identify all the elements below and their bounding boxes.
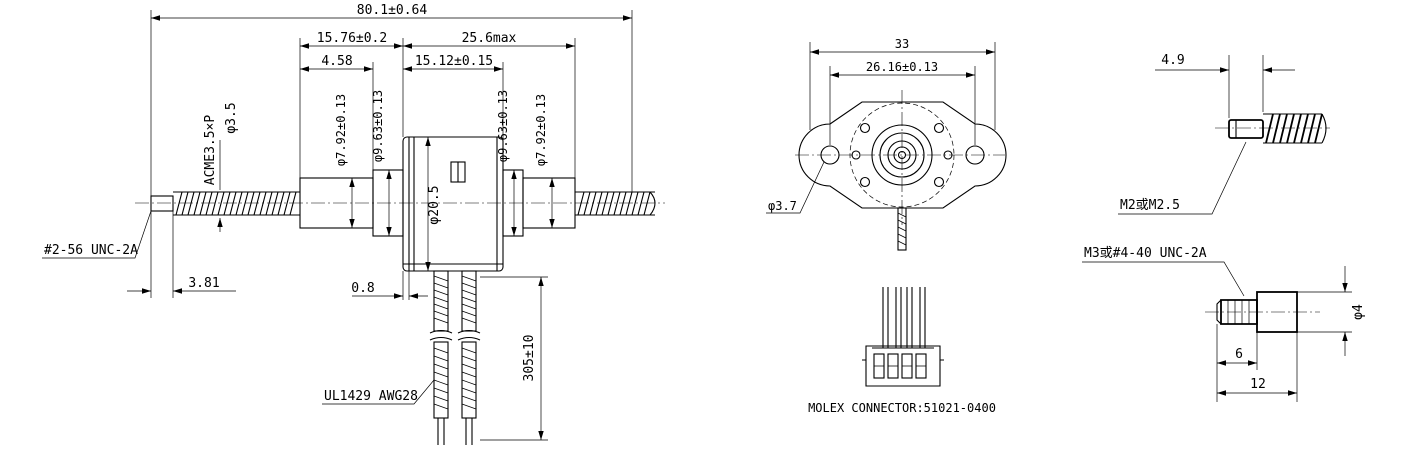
overall-length-label: 80.1±0.64 bbox=[357, 3, 428, 18]
flange-width-label: 33 bbox=[895, 37, 909, 51]
wire-spec-label: UL1429 AWG28 bbox=[324, 389, 418, 404]
outer-bushing-dia-right-label: φ7.92±0.13 bbox=[534, 94, 548, 166]
detail-top-stub bbox=[1228, 119, 1264, 139]
front-lead bbox=[897, 207, 907, 251]
flange-thickness-label: 0.8 bbox=[351, 281, 374, 296]
lead-wires bbox=[429, 270, 481, 445]
screw-spec-label: ACME3.5×P bbox=[203, 115, 218, 186]
hole-spacing-label: 26.16±0.13 bbox=[866, 60, 938, 74]
hole-diameter-label: φ3.7 bbox=[768, 199, 797, 213]
left-body-length-label: 15.76±0.2 bbox=[317, 31, 387, 46]
small-hole-2 bbox=[933, 122, 945, 134]
detail-top-thread bbox=[1263, 113, 1327, 144]
small-hole-1 bbox=[859, 122, 871, 134]
right-outer-bushing bbox=[522, 177, 576, 229]
molex-connector-drawing: MOLEX CONNECTOR:51021-0400 bbox=[808, 287, 996, 415]
lead-screw-left bbox=[173, 191, 300, 216]
inner-bushing-dia-right-label: φ9.63±0.13 bbox=[496, 90, 510, 162]
thread-note-label: #2-56 UNC-2A bbox=[44, 243, 138, 258]
screw-diameter-label: φ3.5 bbox=[224, 102, 239, 133]
motor-housing bbox=[402, 136, 504, 272]
detail-bottom-thread-label: M3或#4-40 UNC-2A bbox=[1084, 246, 1207, 261]
main-view: 80.1±0.64 15.76±0.2 25.6max 4.58 15.12±0… bbox=[42, 3, 665, 445]
detail-bottom-body bbox=[1256, 291, 1298, 333]
flange-outline bbox=[798, 101, 1007, 209]
detail-top-length-label: 4.9 bbox=[1161, 53, 1184, 68]
lead-length-label: 305±10 bbox=[522, 335, 537, 382]
housing-diameter-label: φ20.5 bbox=[427, 185, 442, 224]
bushing-length-label: 4.58 bbox=[321, 54, 352, 69]
housing-length-label: 15.12±0.15 bbox=[415, 54, 493, 69]
connector-label: MOLEX CONNECTOR:51021-0400 bbox=[808, 401, 996, 415]
inner-bushing-dia-left-label: φ9.63±0.13 bbox=[371, 90, 385, 162]
main-extension-lines bbox=[150, 10, 633, 441]
main-dimension-lines bbox=[42, 15, 632, 440]
outer-bushing-dia-left-label: φ7.92±0.13 bbox=[334, 94, 348, 166]
tip-length-label: 3.81 bbox=[188, 276, 219, 291]
screw-tip bbox=[150, 195, 174, 212]
detail-bottom: M3或#4-40 UNC-2A φ4 6 12 bbox=[1082, 246, 1366, 402]
detail-top: 4.9 M2或M2.5 bbox=[1118, 53, 1330, 215]
small-hole-4 bbox=[933, 176, 945, 188]
small-hole-3 bbox=[859, 176, 871, 188]
detail-bottom-total-length-label: 12 bbox=[1250, 377, 1266, 392]
hole-diameter-leader bbox=[766, 161, 825, 214]
detail-bottom-diameter-label: φ4 bbox=[1351, 304, 1366, 320]
detail-top-thread-label: M2或M2.5 bbox=[1120, 198, 1180, 213]
lead-screw-right bbox=[575, 191, 656, 216]
right-max-length-label: 25.6max bbox=[462, 31, 517, 46]
detail-bottom-thread-length-label: 6 bbox=[1235, 347, 1243, 362]
front-view: 33 26.16±0.13 φ3.7 bbox=[766, 37, 1007, 251]
